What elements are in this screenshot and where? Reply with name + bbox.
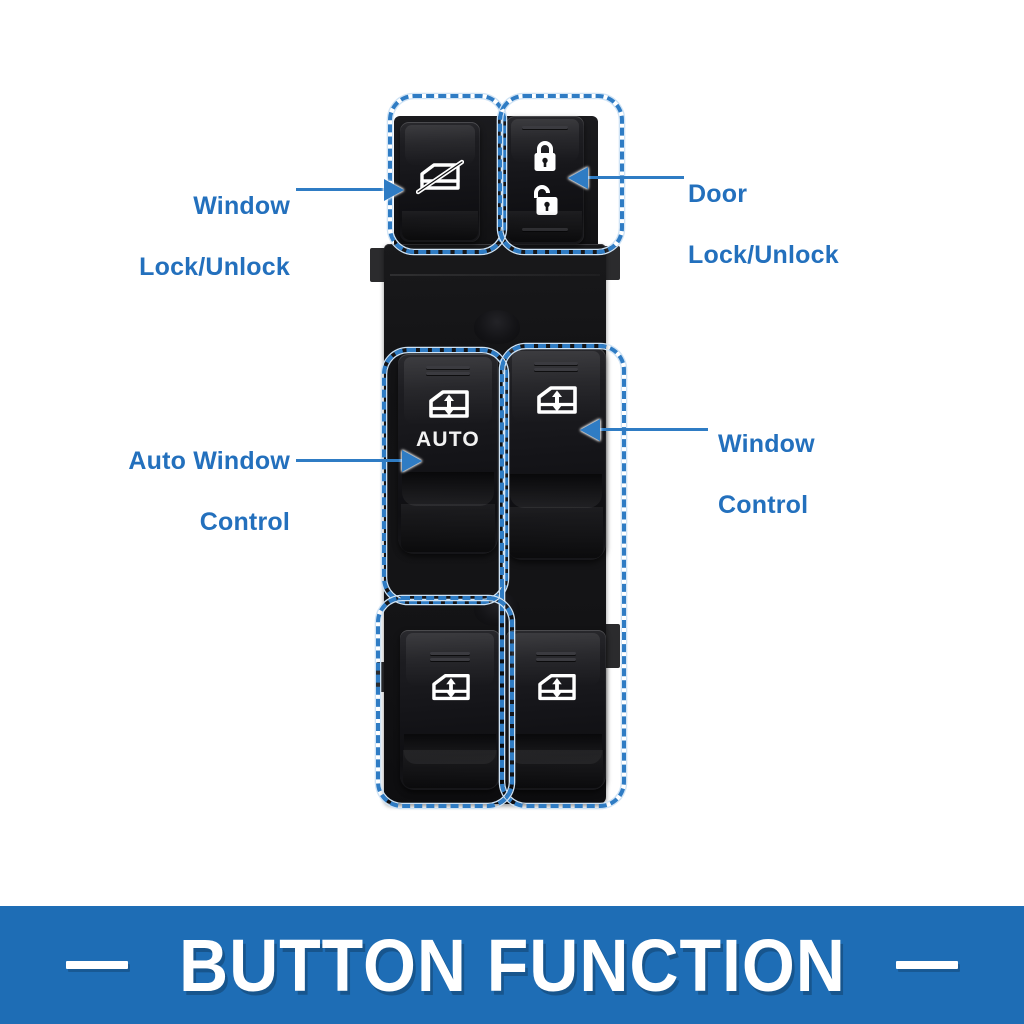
leader-line-door-lock bbox=[588, 176, 684, 179]
switch-thumb-scoop bbox=[510, 474, 602, 508]
callout-label-window-control: Window Control bbox=[718, 398, 998, 551]
callout-line-2: Control bbox=[199, 507, 290, 536]
callout-label-auto-window: Auto Window Control bbox=[20, 415, 290, 568]
passenger-window-switch[interactable] bbox=[506, 348, 606, 560]
panel-recess-lower bbox=[474, 592, 520, 626]
grip-ribs-bottom bbox=[522, 228, 568, 231]
panel-seam bbox=[390, 274, 600, 276]
arrow-head-door-lock bbox=[568, 167, 588, 189]
callout-line-2: Lock/Unlock bbox=[688, 240, 839, 269]
arrow-head-window-lock bbox=[384, 179, 404, 201]
auto-label: AUTO bbox=[416, 428, 480, 451]
switch-lip bbox=[401, 504, 495, 552]
callout-line-1: Window bbox=[193, 191, 290, 220]
window-updown-icon bbox=[426, 386, 472, 424]
leader-line-window-lock bbox=[296, 188, 386, 191]
window-updown-icon bbox=[429, 670, 473, 706]
padlock-open-icon bbox=[530, 182, 562, 218]
mount-tab-right-lower bbox=[602, 624, 620, 668]
arrow-head-window-control bbox=[580, 419, 600, 441]
banner-dash-right bbox=[896, 961, 959, 969]
banner-title: BUTTON FUNCTION bbox=[178, 923, 846, 1007]
switch-lip bbox=[402, 211, 478, 240]
grip-ribs bbox=[426, 366, 470, 375]
callout-line-2: Control bbox=[718, 490, 809, 519]
window-updown-icon bbox=[534, 382, 580, 420]
banner-dash-left bbox=[65, 961, 128, 969]
callout-line-1: Window bbox=[718, 429, 815, 458]
grip-ribs-top bbox=[522, 126, 568, 129]
callout-line-1: Auto Window bbox=[128, 446, 290, 475]
callout-label-window-lock: Window Lock/Unlock bbox=[40, 160, 290, 313]
window-lock-icon bbox=[415, 158, 465, 198]
mount-tab-left-upper bbox=[370, 248, 386, 282]
button-function-banner: BUTTON FUNCTION bbox=[0, 906, 1024, 1024]
leader-line-auto-window bbox=[296, 459, 404, 462]
callout-line-2: Lock/Unlock bbox=[139, 252, 290, 281]
grip-ribs bbox=[536, 652, 576, 661]
padlock-closed-icon bbox=[530, 138, 560, 174]
panel-recess-upper bbox=[474, 310, 520, 344]
grip-ribs bbox=[534, 362, 578, 371]
switch-thumb-scoop bbox=[402, 472, 494, 506]
window-updown-icon bbox=[535, 670, 579, 706]
rear-left-window-switch[interactable] bbox=[400, 630, 500, 790]
power-window-switch-panel: AUTO bbox=[370, 96, 620, 806]
rear-right-window-switch[interactable] bbox=[506, 630, 606, 790]
leader-line-window-control bbox=[600, 428, 708, 431]
switch-thumb-scoop bbox=[510, 734, 602, 764]
switch-thumb-scoop bbox=[404, 734, 496, 764]
arrow-head-auto-window bbox=[402, 450, 422, 472]
switch-lip bbox=[509, 507, 603, 558]
callout-line-1: Door bbox=[688, 179, 748, 208]
callout-label-door-lock: Door Lock/Unlock bbox=[688, 148, 988, 301]
grip-ribs bbox=[430, 652, 470, 661]
mount-tab-right-upper bbox=[604, 246, 620, 280]
window-lock-switch[interactable] bbox=[400, 122, 480, 242]
